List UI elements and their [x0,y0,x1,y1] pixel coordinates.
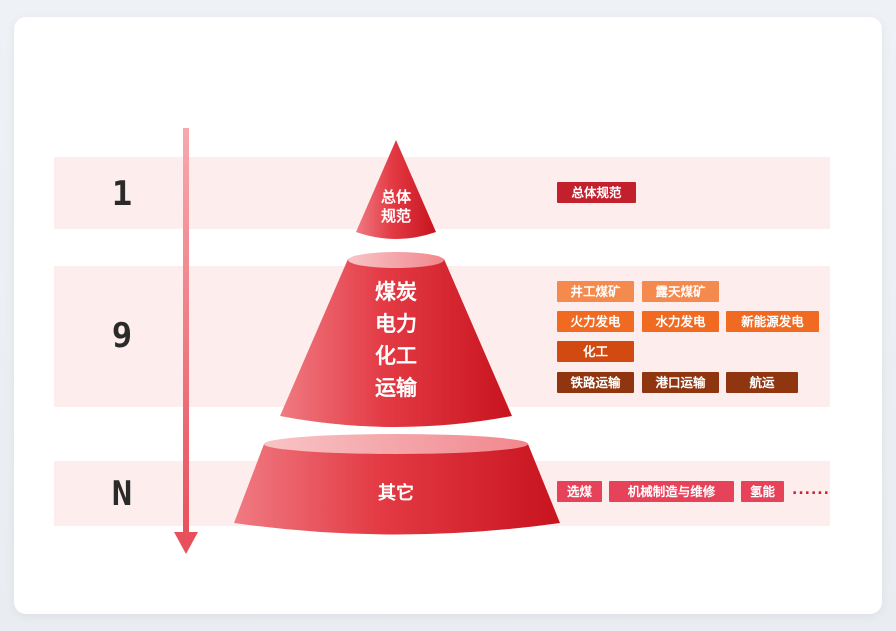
tag-overall-spec: 总体规范 [557,182,636,203]
tag-port-transport: 港口运输 [642,372,719,393]
tag-hydrogen-energy: 氢能 [741,481,784,502]
tag-chemical: 化工 [557,341,634,362]
tag-coal-preparation: 选煤 [557,481,602,502]
tier-2-label-line: 电力 [375,312,417,336]
pyramid-tier-2 [280,252,512,427]
level-number-9: 9 [111,316,133,356]
pyramid-tier-3 [234,434,560,535]
tier-2-label-line: 化工 [375,344,417,368]
more-ellipsis: ...... [792,482,830,498]
tier-1-label-line-1: 总体 [380,188,411,206]
level-number-1: 1 [111,174,133,214]
tier-2-label: 煤炭 电力 化工 运输 [356,276,436,404]
tag-underground-mine: 井工煤矿 [557,281,634,302]
tier-3-label: 其它 [378,483,414,504]
tag-machinery-repair: 机械制造与维修 [609,481,734,502]
tier-2-label-line: 运输 [375,376,417,400]
tag-thermal-power: 火力发电 [557,311,634,332]
tag-open-pit-mine: 露天煤矿 [642,281,719,302]
tier-1-label: 总体 规范 [366,188,426,226]
tag-shipping: 航运 [726,372,798,393]
pyramid-tier-1 [356,140,436,239]
down-arrow-icon [174,128,198,554]
level-number-n: N [111,474,133,514]
tag-new-energy-power: 新能源发电 [726,311,819,332]
tier-2-label-line: 煤炭 [375,280,417,304]
tier-1-label-line-2: 规范 [380,207,411,225]
tag-rail-transport: 铁路运输 [557,372,634,393]
tag-hydro-power: 水力发电 [642,311,719,332]
